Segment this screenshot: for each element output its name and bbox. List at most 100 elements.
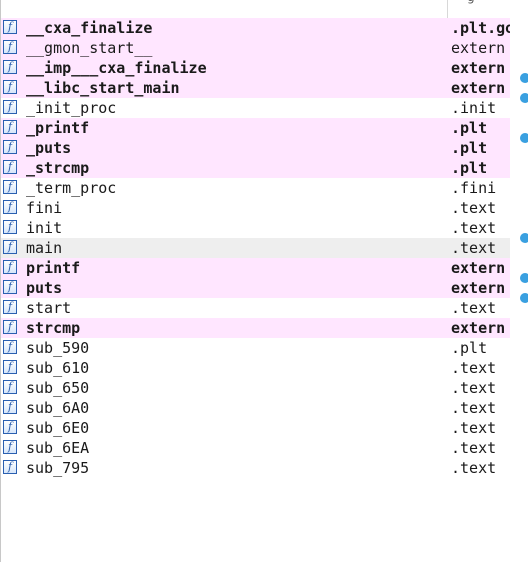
- function-name: puts: [26, 279, 63, 297]
- function-name: sub_650: [26, 379, 90, 397]
- function-name: printf: [26, 259, 81, 277]
- function-icon: f: [3, 320, 17, 334]
- function-segment: extern: [451, 59, 506, 77]
- function-icon: f: [3, 300, 17, 314]
- function-icon: f: [3, 100, 17, 114]
- function-row[interactable]: f sub_650 .text: [1, 378, 510, 398]
- function-name: start: [26, 299, 72, 317]
- function-segment: .text: [451, 359, 497, 377]
- function-name: sub_590: [26, 339, 90, 357]
- function-icon: f: [3, 60, 17, 74]
- function-icon: f: [3, 120, 17, 134]
- function-row[interactable]: f sub_590 .plt: [1, 338, 510, 358]
- function-segment: .plt: [451, 339, 488, 357]
- function-segment: .init: [451, 99, 497, 117]
- breakpoint-marker-icon[interactable]: [520, 273, 528, 283]
- function-icon: f: [3, 240, 17, 254]
- function-row[interactable]: f_init_proc.init: [1, 98, 510, 118]
- function-icon: f: [3, 80, 17, 94]
- function-name: __imp___cxa_finalize: [26, 59, 207, 77]
- function-segment: .text: [451, 239, 497, 257]
- function-segment: .text: [451, 299, 497, 317]
- function-name: init: [26, 219, 63, 237]
- function-row[interactable]: f _term_proc .fini: [1, 178, 510, 198]
- breakpoint-marker-icon[interactable]: [520, 233, 528, 243]
- function-segment: extern: [451, 79, 506, 97]
- function-icon: f: [3, 380, 17, 394]
- breakpoint-marker-icon[interactable]: [520, 133, 528, 143]
- function-icon: f: [3, 340, 17, 354]
- segment-column-header[interactable]: g: [467, 0, 475, 4]
- column-separator[interactable]: [447, 0, 448, 18]
- function-icon: f: [3, 440, 17, 454]
- function-icon: f: [3, 360, 17, 374]
- function-icon: f: [3, 40, 17, 54]
- function-icon: f: [3, 160, 17, 174]
- function-icon: f: [3, 280, 17, 294]
- function-name: strcmp: [26, 319, 81, 337]
- function-segment: .text: [451, 219, 497, 237]
- panel-left-border: [0, 0, 1, 562]
- function-name: sub_6EA: [26, 439, 90, 457]
- function-name: sub_795: [26, 459, 90, 477]
- function-name: __gmon_start__: [26, 39, 153, 57]
- function-segment: .plt: [451, 119, 488, 137]
- function-list: f__cxa_finalize.plt.gotf__gmon_start__ex…: [1, 18, 510, 478]
- function-segment: .text: [451, 199, 497, 217]
- function-name: _printf: [26, 119, 90, 137]
- function-row[interactable]: f__cxa_finalize.plt.got: [1, 18, 510, 38]
- function-segment: .text: [451, 379, 497, 397]
- function-name: sub_6E0: [26, 419, 90, 437]
- function-icon: f: [3, 200, 17, 214]
- function-segment: .plt: [451, 139, 488, 157]
- function-row[interactable]: f sub_6EA .text: [1, 438, 510, 458]
- function-icon: f: [3, 460, 17, 474]
- breakpoint-marker-icon[interactable]: [520, 93, 528, 103]
- function-name: main: [26, 239, 63, 257]
- function-name: __cxa_finalize: [26, 19, 153, 37]
- function-segment: .plt: [451, 159, 488, 177]
- function-segment: extern: [451, 319, 506, 337]
- function-name: _term_proc: [26, 179, 117, 197]
- function-row[interactable]: f_strcmp.plt: [1, 158, 510, 178]
- function-row[interactable]: f _printf .plt: [1, 118, 510, 138]
- function-name: sub_610: [26, 359, 90, 377]
- function-row[interactable]: f_puts.plt: [1, 138, 510, 158]
- function-row[interactable]: f __imp___cxa_finalize extern: [1, 58, 510, 78]
- marker-gutter: [510, 18, 528, 562]
- function-icon: f: [3, 220, 17, 234]
- function-segment: .text: [451, 419, 497, 437]
- function-row[interactable]: f __gmon_start__ extern: [1, 38, 510, 58]
- function-icon: f: [3, 420, 17, 434]
- function-name: sub_6A0: [26, 399, 90, 417]
- function-segment: .text: [451, 459, 497, 477]
- function-segment: extern: [451, 39, 506, 57]
- function-name: fini: [26, 199, 63, 217]
- function-row[interactable]: f sub_610 .text: [1, 358, 510, 378]
- function-segment: .text: [451, 399, 497, 417]
- function-row[interactable]: f sub_6A0 .text: [1, 398, 510, 418]
- breakpoint-marker-icon[interactable]: [520, 293, 528, 303]
- function-icon: f: [3, 260, 17, 274]
- function-name: _puts: [26, 139, 72, 157]
- function-icon: f: [3, 20, 17, 34]
- function-icon: f: [3, 400, 17, 414]
- function-segment: .fini: [451, 179, 497, 197]
- function-row[interactable]: f sub_6E0 .text: [1, 418, 510, 438]
- function-name: __libc_start_main: [26, 79, 180, 97]
- function-segment: .text: [451, 439, 497, 457]
- function-row[interactable]: f __libc_start_main extern: [1, 78, 510, 98]
- function-row[interactable]: f sub_795 .text: [1, 458, 510, 478]
- function-icon: f: [3, 180, 17, 194]
- function-segment: extern: [451, 259, 506, 277]
- breakpoint-marker-icon[interactable]: [520, 73, 528, 83]
- function-segment: extern: [451, 279, 506, 297]
